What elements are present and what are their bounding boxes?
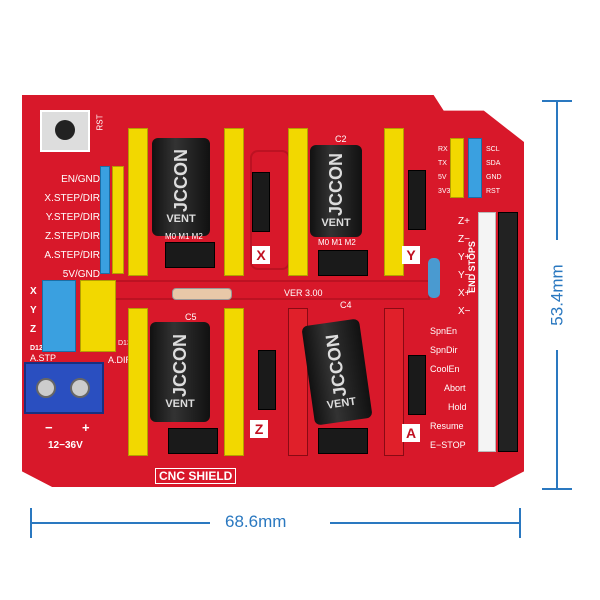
microstep-jumpers[interactable]	[165, 242, 215, 268]
d13-label: D13	[118, 340, 131, 347]
driver-y-header-right	[384, 128, 404, 276]
microstep-jumpers[interactable]	[318, 250, 368, 276]
width-dimension-line	[330, 522, 520, 524]
reset-label: RST	[95, 114, 105, 131]
left-label: A.STEP/DIR	[44, 250, 100, 261]
blue-jumper-block[interactable]	[42, 280, 76, 352]
driver-z-header-right	[224, 308, 244, 456]
reset-button[interactable]	[40, 110, 90, 152]
left-label-list: EN/GND X.STEP/DIR Y.STEP/DIR Z.STEP/DIR …	[44, 170, 100, 284]
i2c-header[interactable]	[468, 138, 482, 198]
dimension-tick	[519, 508, 521, 538]
height-label: 53.4mm	[547, 264, 567, 326]
pcb-trace	[110, 280, 430, 300]
left-label: 5V/GND	[62, 269, 100, 280]
axis-label-a: A	[402, 424, 420, 442]
axis-jumper-labels: X Y Z D12	[30, 282, 43, 358]
jumper-label: X	[30, 286, 37, 297]
yellow-header	[112, 166, 124, 274]
jumper-label: Z	[30, 324, 37, 335]
width-dimension-line	[30, 522, 210, 524]
axis-label-x: X	[252, 246, 270, 264]
serial-header[interactable]	[450, 138, 464, 198]
cap-label: C4	[340, 300, 352, 310]
endstop-labels: Z+Z−Y+Y−X+X−	[458, 216, 471, 317]
cap-label: C2	[335, 134, 347, 144]
driver-z-header-left	[128, 308, 148, 456]
driver-a-header-right	[384, 308, 404, 456]
version-label: VER 3.00	[284, 288, 323, 298]
left-label: Y.STEP/DIR	[45, 212, 100, 223]
cap-label: C5	[185, 312, 197, 322]
motor-a-connector[interactable]	[408, 355, 426, 415]
power-minus-label: −	[45, 420, 53, 435]
blue-header	[100, 166, 110, 274]
voltage-label: 12−36V	[48, 440, 83, 451]
microstep-jumpers[interactable]	[318, 428, 368, 454]
driver-x-header-left	[128, 128, 148, 276]
microstep-label: M0 M1 M2	[165, 232, 203, 241]
motor-x-connector[interactable]	[252, 172, 270, 232]
motor-z-connector[interactable]	[258, 350, 276, 410]
width-label: 68.6mm	[225, 512, 287, 531]
yellow-jumper-block[interactable]	[80, 280, 116, 352]
axis-label-z: Z	[250, 420, 268, 438]
microstep-jumpers[interactable]	[168, 428, 218, 454]
motor-y-connector[interactable]	[408, 170, 426, 230]
dimension-tick	[30, 508, 32, 538]
dimension-tick	[542, 100, 572, 102]
height-dimension-line	[556, 100, 558, 240]
power-plus-label: +	[82, 420, 90, 435]
board-title: CNC SHIELD	[155, 468, 237, 484]
axis-label-y: Y	[402, 246, 420, 264]
left-label: X.STEP/DIR	[44, 193, 100, 204]
resistor	[428, 258, 440, 298]
fuse	[172, 288, 232, 300]
left-label: EN/GND	[61, 174, 100, 185]
jumper-label: Y	[30, 305, 37, 316]
a-dir-label: A.DIR	[108, 355, 133, 365]
endstop-header[interactable]	[478, 212, 496, 452]
a-step-label: A.STP	[30, 353, 57, 363]
jumper-label: D12	[30, 345, 43, 352]
arduino-header	[498, 212, 518, 452]
screw-icon	[36, 378, 56, 398]
microstep-label: M0 M1 M2	[318, 238, 356, 247]
left-label: Z.STEP/DIR	[44, 231, 100, 242]
dimension-tick	[542, 488, 572, 490]
power-terminal[interactable]	[24, 362, 104, 414]
screw-icon	[70, 378, 90, 398]
driver-x-header-right	[224, 128, 244, 276]
button-cap	[55, 120, 75, 140]
height-dimension-line	[556, 350, 558, 490]
driver-y-header-left	[288, 128, 308, 276]
